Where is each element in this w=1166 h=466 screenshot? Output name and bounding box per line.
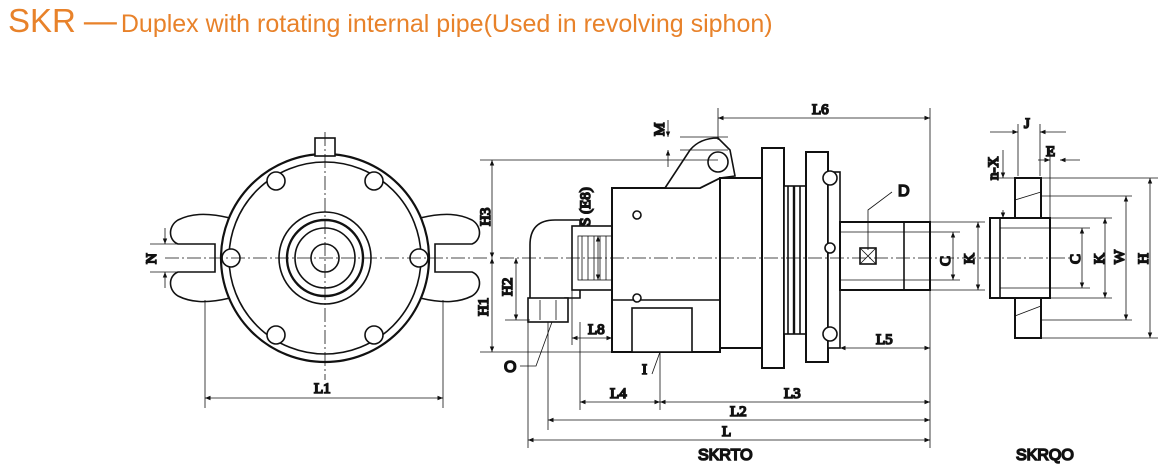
title-code: SKR bbox=[8, 2, 76, 39]
dim-C: C bbox=[938, 256, 954, 266]
dim-N: N bbox=[144, 253, 160, 264]
side-view-skrto bbox=[500, 137, 1000, 369]
skrto-dimensions bbox=[480, 108, 985, 448]
dim-L3: L3 bbox=[784, 386, 801, 402]
dim-W: W bbox=[1112, 249, 1128, 264]
dim-K-skrqo: K bbox=[1092, 253, 1108, 264]
skrqo-dimensions bbox=[990, 124, 1158, 339]
dim-K: K bbox=[962, 253, 978, 264]
dim-n-X: n-X bbox=[986, 157, 1002, 180]
dim-L2: L2 bbox=[730, 404, 747, 420]
dim-E: E bbox=[1046, 144, 1055, 160]
dim-L5: L5 bbox=[876, 332, 893, 348]
dim-H2: H2 bbox=[500, 278, 516, 296]
title-dash: — bbox=[83, 2, 117, 39]
label-I: I bbox=[642, 362, 647, 378]
dim-H1: H1 bbox=[476, 298, 492, 316]
dim-L6: L6 bbox=[812, 102, 829, 118]
caption-skrto: SKRTO bbox=[698, 447, 753, 464]
dim-L4: L4 bbox=[610, 386, 627, 402]
label-O: O bbox=[504, 359, 516, 376]
side-view-skrqo bbox=[985, 177, 1070, 339]
front-view bbox=[150, 132, 490, 408]
dim-H3: H3 bbox=[478, 208, 494, 226]
dim-H: H bbox=[1136, 253, 1152, 264]
title-description: Duplex with rotating internal pipe(Used … bbox=[120, 10, 773, 38]
dim-M: M bbox=[652, 123, 668, 136]
dim-L1: L1 bbox=[314, 381, 331, 397]
dim-J: J bbox=[1024, 116, 1030, 132]
dim-L8: L8 bbox=[588, 322, 605, 338]
dim-L: L bbox=[722, 424, 731, 440]
caption-skrqo: SKRQO bbox=[1016, 447, 1074, 464]
dim-S-E8: S (E8) bbox=[578, 187, 594, 226]
dim-C-skrqo: C bbox=[1068, 254, 1084, 264]
label-D: D bbox=[898, 183, 910, 200]
page-title: SKR—Duplex with rotating internal pipe(U… bbox=[8, 2, 773, 40]
